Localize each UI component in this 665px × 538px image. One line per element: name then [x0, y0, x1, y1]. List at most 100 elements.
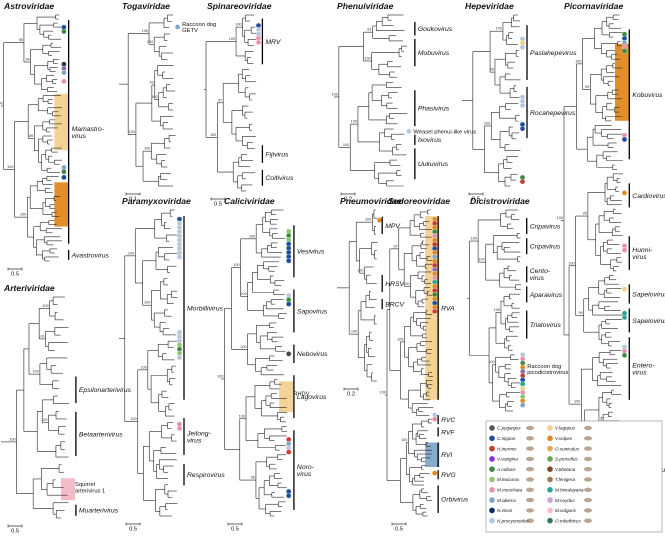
host-dot	[376, 217, 383, 223]
genus-label: Cripavirus	[530, 223, 561, 230]
host-dot	[61, 69, 67, 76]
bootstrap-value: 100	[471, 237, 477, 241]
bootstrap-value: 100	[233, 263, 239, 267]
genus-label: RVG	[441, 472, 456, 479]
panel-hepeviridae: Hepeviridae10099100PaslahepevirusRocahep…	[462, 1, 577, 203]
animal-silhouette-icon	[584, 436, 592, 441]
bootstrap-value: 100	[403, 282, 409, 286]
species-label: RHDV	[293, 392, 310, 398]
bootstrap-value: 100	[140, 365, 146, 369]
tree-branches	[221, 209, 288, 517]
tree-branches	[1, 296, 69, 519]
host-dot	[520, 402, 526, 408]
genus-label: Orbivirus	[441, 497, 469, 504]
bootstrap-value: 100	[7, 165, 13, 169]
legend-label: N.procyonoides	[497, 518, 530, 523]
genus-label: Aparavirus	[529, 292, 563, 299]
bootstrap-value: 100	[130, 417, 136, 421]
panel-title: Arteriviridae	[3, 283, 55, 293]
panel-title: Pneumoviridae	[340, 196, 402, 206]
bootstrap-value: 100	[20, 213, 26, 217]
bootstrap-value: 100	[217, 374, 223, 378]
bootstrap-value: 100	[351, 120, 357, 124]
tree-branches	[334, 14, 408, 187]
legend-swatch	[489, 517, 495, 524]
host-dot	[621, 286, 628, 292]
genus-label: Epsilonarterivirus	[79, 387, 132, 394]
legend-swatch	[489, 425, 495, 431]
host-dot	[286, 258, 292, 264]
host-dot	[176, 354, 183, 361]
bootstrap-value: 100	[332, 92, 338, 96]
animal-silhouette-icon	[526, 436, 534, 441]
genus-label: Rocahepevirus	[530, 110, 576, 117]
panel-dicistroviridae: Dicistroviridae100100100100CripavirusCri…	[467, 196, 569, 412]
tree-branches	[119, 14, 176, 187]
genus-label: Betaarterivirus	[79, 431, 123, 438]
bootstrap-value: 100	[240, 345, 246, 349]
bootstrap-value: 100	[210, 133, 216, 137]
bootstrap-value: 100	[38, 334, 44, 338]
legend-swatch	[547, 466, 553, 473]
animal-silhouette-icon	[584, 456, 592, 462]
genus-label: Hunni-virus	[632, 247, 653, 261]
genus-label: Sapelovirus	[632, 291, 665, 298]
legend-label: T.lenigera	[555, 477, 575, 482]
bootstrap-value: 100	[575, 59, 581, 63]
host-dot	[406, 128, 412, 134]
legend-swatch	[547, 487, 553, 493]
bootstrap-value: 100	[574, 400, 580, 404]
legend-swatch	[547, 435, 553, 442]
genus-label: HRSV	[385, 281, 405, 288]
panel-title: Phenuiviridae	[337, 1, 394, 11]
bootstrap-value: 95	[583, 212, 587, 216]
genus-label: Sapelovirus	[632, 318, 665, 325]
genus-label: Muarterivirus	[79, 508, 119, 515]
bootstrap-value: 100	[239, 414, 245, 418]
bootstrap-value: 96	[251, 476, 255, 480]
animal-silhouette-icon	[526, 446, 534, 451]
genus-label: RVA	[441, 305, 455, 312]
legend-label: C.pygargus	[497, 426, 521, 431]
animal-silhouette-icon	[584, 425, 592, 431]
scale-label: 0.2	[344, 197, 352, 203]
panel-title: Dicistroviridae	[470, 196, 530, 206]
genus-label: Sapovirus	[297, 308, 328, 315]
genus-label: Fijivirus	[265, 151, 289, 158]
bootstrap-value: 95	[19, 38, 23, 42]
panel-sedoreoviridae: Sedoreoviridae97100100100100RVARVCRVFRVI…	[380, 196, 469, 533]
genus-label: Cardiovirus	[632, 193, 665, 200]
bootstrap-value: 100	[494, 308, 500, 312]
genus-label: Jeilong-virus	[186, 430, 212, 444]
bootstrap-value: 100	[568, 261, 574, 265]
scale-label: 0.5	[395, 527, 403, 533]
panel-title: Astroviridae	[3, 1, 54, 11]
legend-label: A.collaris	[496, 467, 516, 472]
legend-label: N.vison	[497, 508, 513, 513]
animal-silhouette-icon	[526, 477, 534, 482]
bootstrap-value: 99	[25, 58, 29, 62]
panel-title: Picornaviridae	[564, 1, 623, 11]
host-dot	[519, 125, 526, 132]
scale-label: 0.2	[347, 392, 355, 398]
legend-label: M.coydus	[555, 498, 575, 503]
legend-label: H.inermis	[497, 446, 517, 451]
legend-swatch	[547, 445, 553, 452]
genus-label: Paslahepevirus	[530, 50, 577, 57]
bootstrap-value: 100	[496, 27, 502, 31]
clade-highlight	[61, 478, 75, 501]
panel-picornaviridae: Picornaviridae100999510010099100100Kobuv…	[557, 1, 665, 497]
legend-swatch	[547, 497, 553, 503]
scale-label: 0.5	[214, 202, 222, 208]
legend-label: V.lagopus	[555, 426, 576, 431]
bootstrap-value: 81	[367, 28, 371, 32]
legend-label: M.himalayana	[555, 488, 584, 493]
animal-silhouette-icon	[584, 467, 592, 472]
bootstrap-value: 100	[41, 418, 47, 422]
panel-caliciviridae: Caliciviridae10010010010010010096Vesivir…	[217, 196, 328, 533]
bootstrap-value: 100	[478, 258, 484, 262]
host-dot	[432, 313, 438, 319]
